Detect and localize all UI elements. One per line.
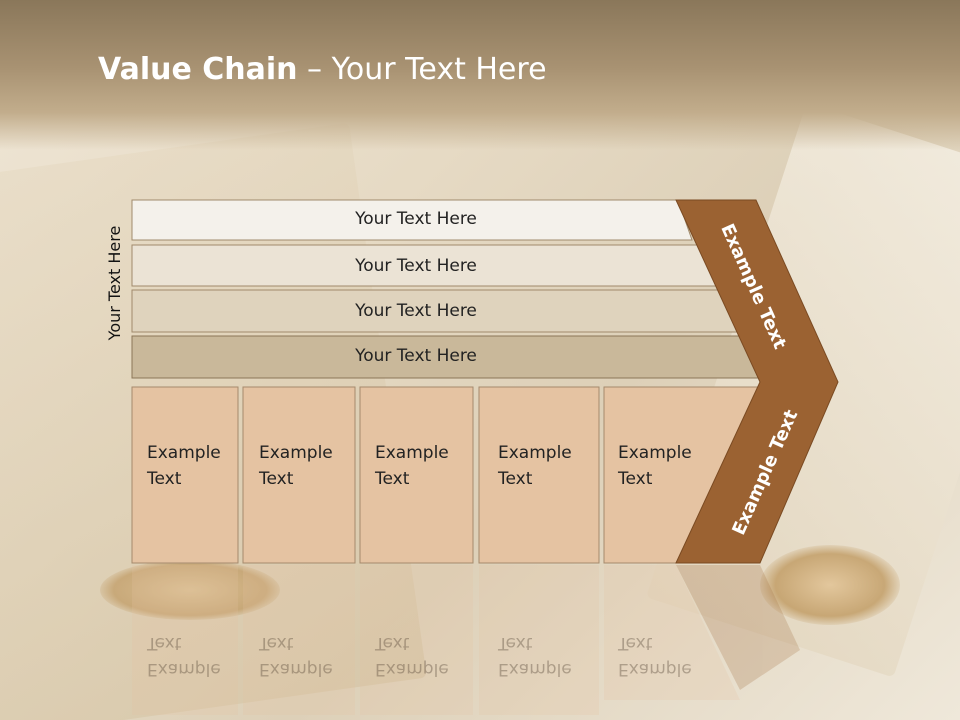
slide-title: Value Chain – Your Text Here	[98, 52, 547, 87]
cell-4	[478, 386, 600, 564]
background-scale-pan	[100, 560, 280, 620]
band-3-label: Your Text Here	[355, 301, 477, 321]
arrow-chevron	[675, 199, 839, 564]
title-rest: – Your Text Here	[297, 52, 547, 87]
title-bold: Value Chain	[98, 52, 298, 87]
cell-2	[242, 386, 356, 564]
cell-3	[359, 386, 474, 564]
cell-1	[131, 386, 239, 564]
band-1	[131, 199, 693, 241]
band-4-label: Your Text Here	[355, 346, 477, 366]
header-band	[0, 0, 960, 150]
band-2-label: Your Text Here	[355, 256, 477, 276]
cells-reflection	[132, 565, 800, 715]
background-scale-pan	[760, 545, 900, 625]
band-1-label: Your Text Here	[355, 209, 477, 229]
